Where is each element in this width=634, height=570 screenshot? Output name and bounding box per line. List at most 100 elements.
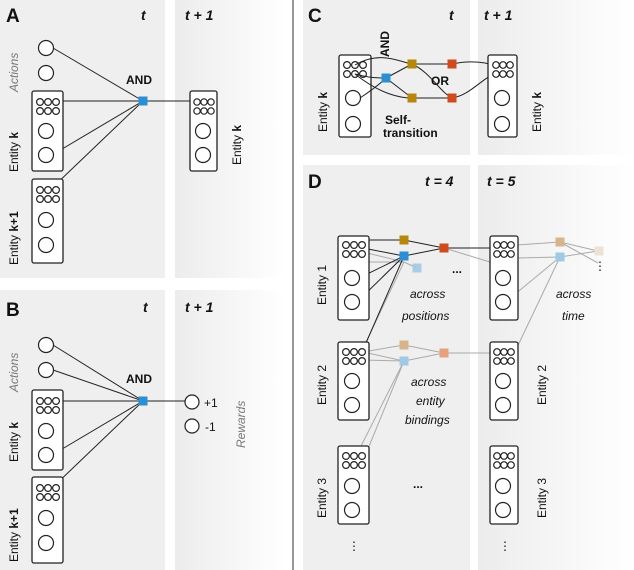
entity-node: [344, 89, 362, 107]
entity-node: [194, 122, 212, 140]
and-gate: [138, 396, 148, 406]
panel-d-t-background: [303, 165, 470, 570]
feature-node: [506, 70, 514, 78]
edge: [362, 360, 405, 462]
feature-node: [350, 250, 359, 259]
or-gate: [447, 93, 457, 103]
entity-node: [493, 89, 511, 107]
positions-ellipsis: ...: [452, 262, 462, 276]
feature-node: [500, 357, 508, 365]
edge: [403, 344, 445, 354]
edge: [52, 344, 144, 402]
entity-node: [494, 501, 512, 519]
entity-node: [194, 146, 212, 164]
across-positions-label-2: positions: [401, 309, 449, 323]
edge: [403, 239, 445, 249]
entity-node: [494, 269, 512, 287]
or-gate: [439, 243, 449, 253]
feature-node: [193, 98, 201, 106]
panel-a: A t t + 1 Actions Entity k Entity k+1 AN…: [6, 6, 244, 265]
entity-3-next-label: Entity 3: [535, 478, 549, 518]
entity-node: [37, 146, 55, 164]
entity-ellipsis: ...: [413, 477, 423, 491]
entity-node: [493, 115, 511, 133]
edge: [559, 241, 599, 264]
feature-node: [51, 186, 60, 195]
feature-node: [43, 97, 52, 106]
entity-node: [37, 236, 55, 254]
panel-b-rewards-label: Rewards: [234, 401, 248, 448]
feature-node: [500, 348, 508, 356]
edge: [51, 400, 144, 456]
feature-node: [493, 357, 501, 365]
panel-b-time-t: t: [143, 299, 149, 315]
entity-node: [343, 372, 361, 390]
feature-node: [343, 60, 352, 69]
across-bindings-label-3: bindings: [405, 413, 450, 427]
or-gate-faded: [594, 246, 604, 256]
entity-vdots: ⋮: [348, 539, 360, 553]
panel-d: D t = 4 t = 5 Entity 1: [308, 172, 606, 553]
and-gate-intermediate: [399, 235, 409, 245]
edge: [362, 251, 405, 263]
entity-node: [494, 477, 512, 495]
panel-d-time-t4: t = 4: [425, 173, 454, 189]
feature-node: [35, 195, 44, 204]
feature-node: [343, 69, 352, 78]
entity-node: [343, 477, 361, 495]
feature-node: [499, 61, 507, 69]
feature-node: [507, 452, 515, 460]
entity-node: [344, 115, 362, 133]
panel-b-t-background: [0, 290, 165, 570]
feature-node: [51, 106, 60, 115]
across-bindings-label-1: across: [411, 375, 446, 389]
feature-node: [43, 484, 52, 493]
panel-a-letter: A: [6, 6, 20, 27]
or-gate-faded: [439, 348, 449, 358]
feature-node: [493, 452, 501, 460]
and-gate-faded: [399, 356, 409, 366]
edge: [559, 250, 599, 258]
feature-node: [35, 97, 44, 106]
edge: [51, 100, 144, 156]
feature-node: [358, 250, 367, 259]
and-gate-faded: [555, 252, 565, 262]
panel-b-entity-k1-label: Entity k+1: [7, 508, 21, 562]
feature-node: [350, 241, 359, 250]
entity-node: [343, 501, 361, 519]
feature-node: [492, 61, 500, 69]
edge: [51, 400, 144, 489]
panel-a-entity-k-label: Entity k: [7, 132, 21, 172]
feature-node: [507, 241, 515, 249]
feature-node: [200, 98, 208, 106]
feature-node: [358, 357, 367, 366]
feature-node: [43, 493, 52, 502]
entity-1-label: Entity 1: [315, 265, 329, 305]
feature-node: [51, 195, 60, 204]
feature-node: [342, 348, 351, 357]
and-gate-intermediate-faded: [555, 237, 565, 247]
feature-node: [43, 406, 52, 415]
reward-plus-label: +1: [204, 396, 218, 410]
feature-node: [51, 397, 60, 406]
entity-node: [37, 211, 55, 229]
panel-a-time-t: t: [141, 7, 147, 23]
feature-node: [358, 348, 367, 357]
feature-node: [43, 195, 52, 204]
panel-c-letter: C: [308, 6, 322, 27]
and-gate-intermediate: [407, 59, 417, 69]
feature-node: [500, 461, 508, 469]
panel-c-self-transition-label-1: Self-: [385, 113, 411, 127]
entity-next-vdots: ⋮: [499, 539, 511, 553]
edge: [516, 241, 561, 246]
panel-c-entity-next-label: Entity k: [530, 92, 544, 132]
feature-node: [51, 97, 60, 106]
entity-node: [37, 422, 55, 440]
feature-node: [500, 250, 508, 258]
across-bindings-label-2: entity: [416, 394, 446, 408]
panel-a-t-background: [0, 0, 165, 278]
entity-node: [343, 293, 361, 311]
entity-node: [343, 396, 361, 414]
edge: [443, 247, 491, 263]
